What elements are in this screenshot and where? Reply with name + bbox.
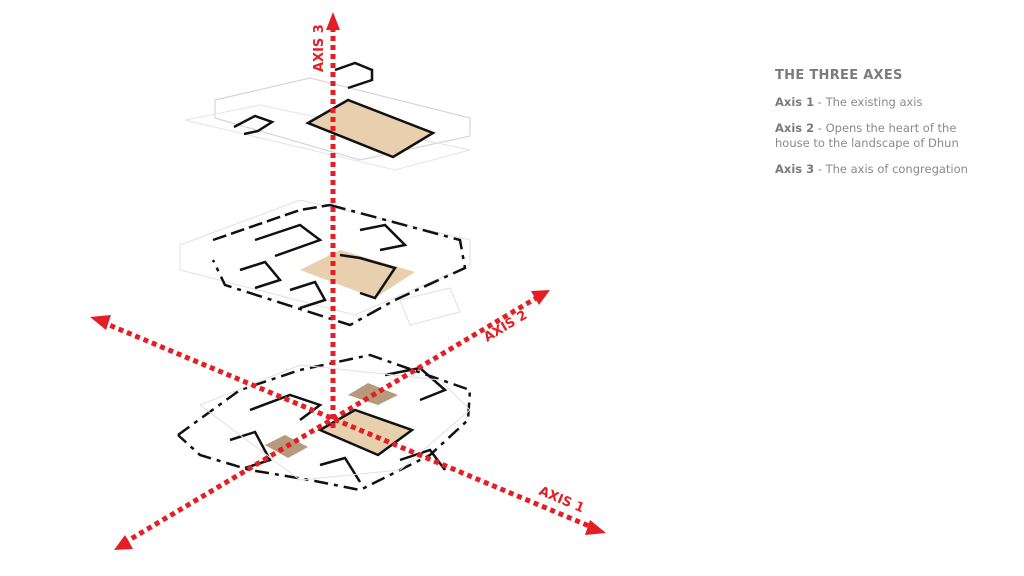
axis-1-arrowhead-end-icon — [90, 315, 111, 330]
ground-floor-plan — [177, 353, 472, 492]
axis-1-label: AXIS 1 — [536, 484, 586, 517]
middle-floor-plan — [179, 199, 471, 327]
axis-3: AXIS 3 — [312, 12, 340, 428]
axis-2-arrowhead-end-icon — [114, 535, 133, 550]
top-floor-plan — [184, 61, 471, 171]
legend-item-axis-2: Axis 2 - Opens the heart of the house to… — [775, 121, 959, 150]
axis-3-arrowhead-icon — [326, 12, 340, 30]
middle-core-hall — [300, 250, 415, 298]
axis-1-arrowhead-icon — [585, 520, 606, 535]
axis-2-arrowhead-icon — [531, 290, 550, 305]
legend-item-axis-1: Axis 1 - The existing axis — [775, 95, 923, 109]
courtyard-2 — [265, 435, 308, 458]
legend-panel: THE THREE AXES Axis 1 - The existing axi… — [775, 68, 1015, 188]
legend-item-axis-3: Axis 3 - The axis of congregation — [775, 162, 968, 176]
ground-core-hall — [317, 408, 415, 457]
top-core-hall — [305, 98, 436, 159]
axis-3-label: AXIS 3 — [312, 24, 327, 72]
legend-title: THE THREE AXES — [775, 68, 903, 83]
